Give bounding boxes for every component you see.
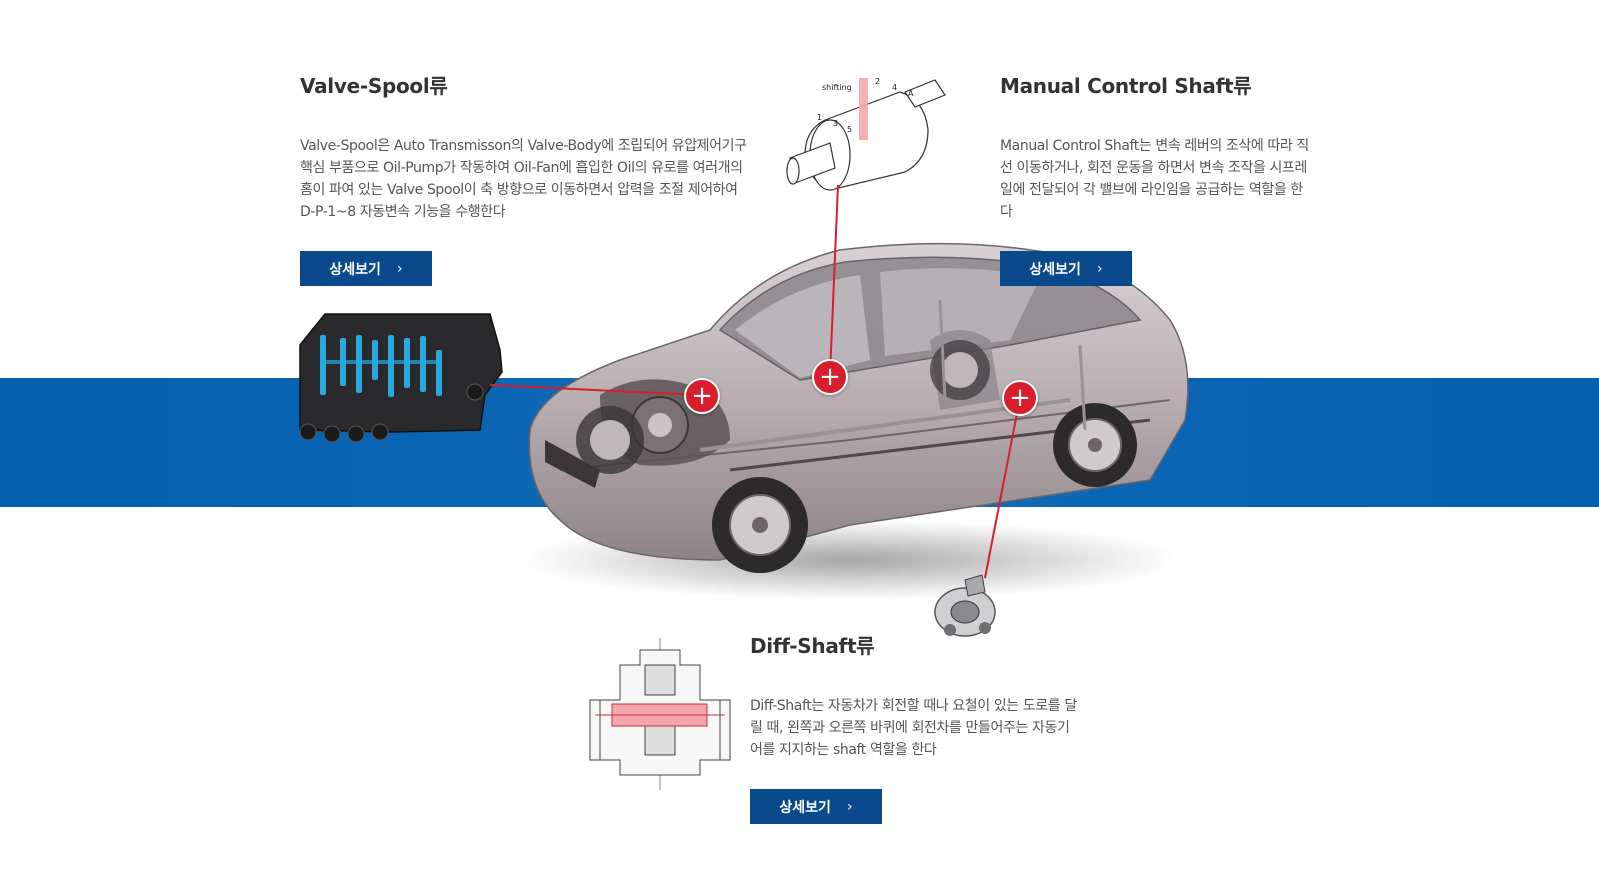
diagram-label-shifting: shifting (822, 83, 852, 92)
section-manual-control-shaft: Manual Control Shaft류 Manual Control Sha… (1000, 70, 1310, 286)
hotspot-valve-plus[interactable]: + (684, 378, 720, 414)
plus-icon: + (1009, 383, 1031, 413)
section-title: Manual Control Shaft류 (1000, 74, 1252, 98)
section-title: Valve-Spool류 (300, 74, 448, 98)
section-valve-spool: Valve-Spool류 Valve-Spool은 Auto Transmiss… (300, 70, 750, 286)
detail-button-diff[interactable]: 상세보기 › (750, 789, 882, 824)
diagram-label-2: 2 (875, 77, 880, 86)
chevron-right-icon: › (846, 798, 853, 815)
button-label: 상세보기 (1029, 261, 1081, 278)
diagram-label-1: 1 (817, 113, 822, 122)
diff-cross-section (589, 638, 731, 790)
diagram-label-a: A (908, 89, 914, 98)
detail-button-valve[interactable]: 상세보기 › (300, 251, 432, 286)
section-diff-shaft: Diff-Shaft류 Diff-Shaft는 자동차가 회전할 때나 요철이 … (750, 630, 1080, 824)
plus-icon: + (819, 362, 841, 392)
section-description: Valve-Spool은 Auto Transmisson의 Valve-Bod… (300, 138, 747, 220)
hotspot-diff-plus[interactable]: + (1002, 380, 1038, 416)
diagram-label-3: 3 (833, 119, 838, 128)
section-description: Manual Control Shaft는 변속 레버의 조삭에 따라 직선 이… (1000, 138, 1309, 220)
hotspot-manual-plus[interactable]: + (812, 359, 848, 395)
chevron-right-icon: › (1096, 260, 1103, 277)
detail-button-manual[interactable]: 상세보기 › (1000, 251, 1132, 286)
diagram-label-4: 4 (892, 83, 897, 92)
differential-image (934, 574, 996, 637)
section-description: Diff-Shaft는 자동차가 회전할 때나 요철이 있는 도로를 달릴 때,… (750, 698, 1077, 758)
button-label: 상세보기 (779, 799, 831, 816)
diagram-label-5: 5 (847, 125, 852, 134)
chevron-right-icon: › (396, 260, 403, 277)
button-label: 상세보기 (329, 261, 381, 278)
section-title: Diff-Shaft류 (750, 634, 875, 658)
plus-icon: + (691, 381, 713, 411)
